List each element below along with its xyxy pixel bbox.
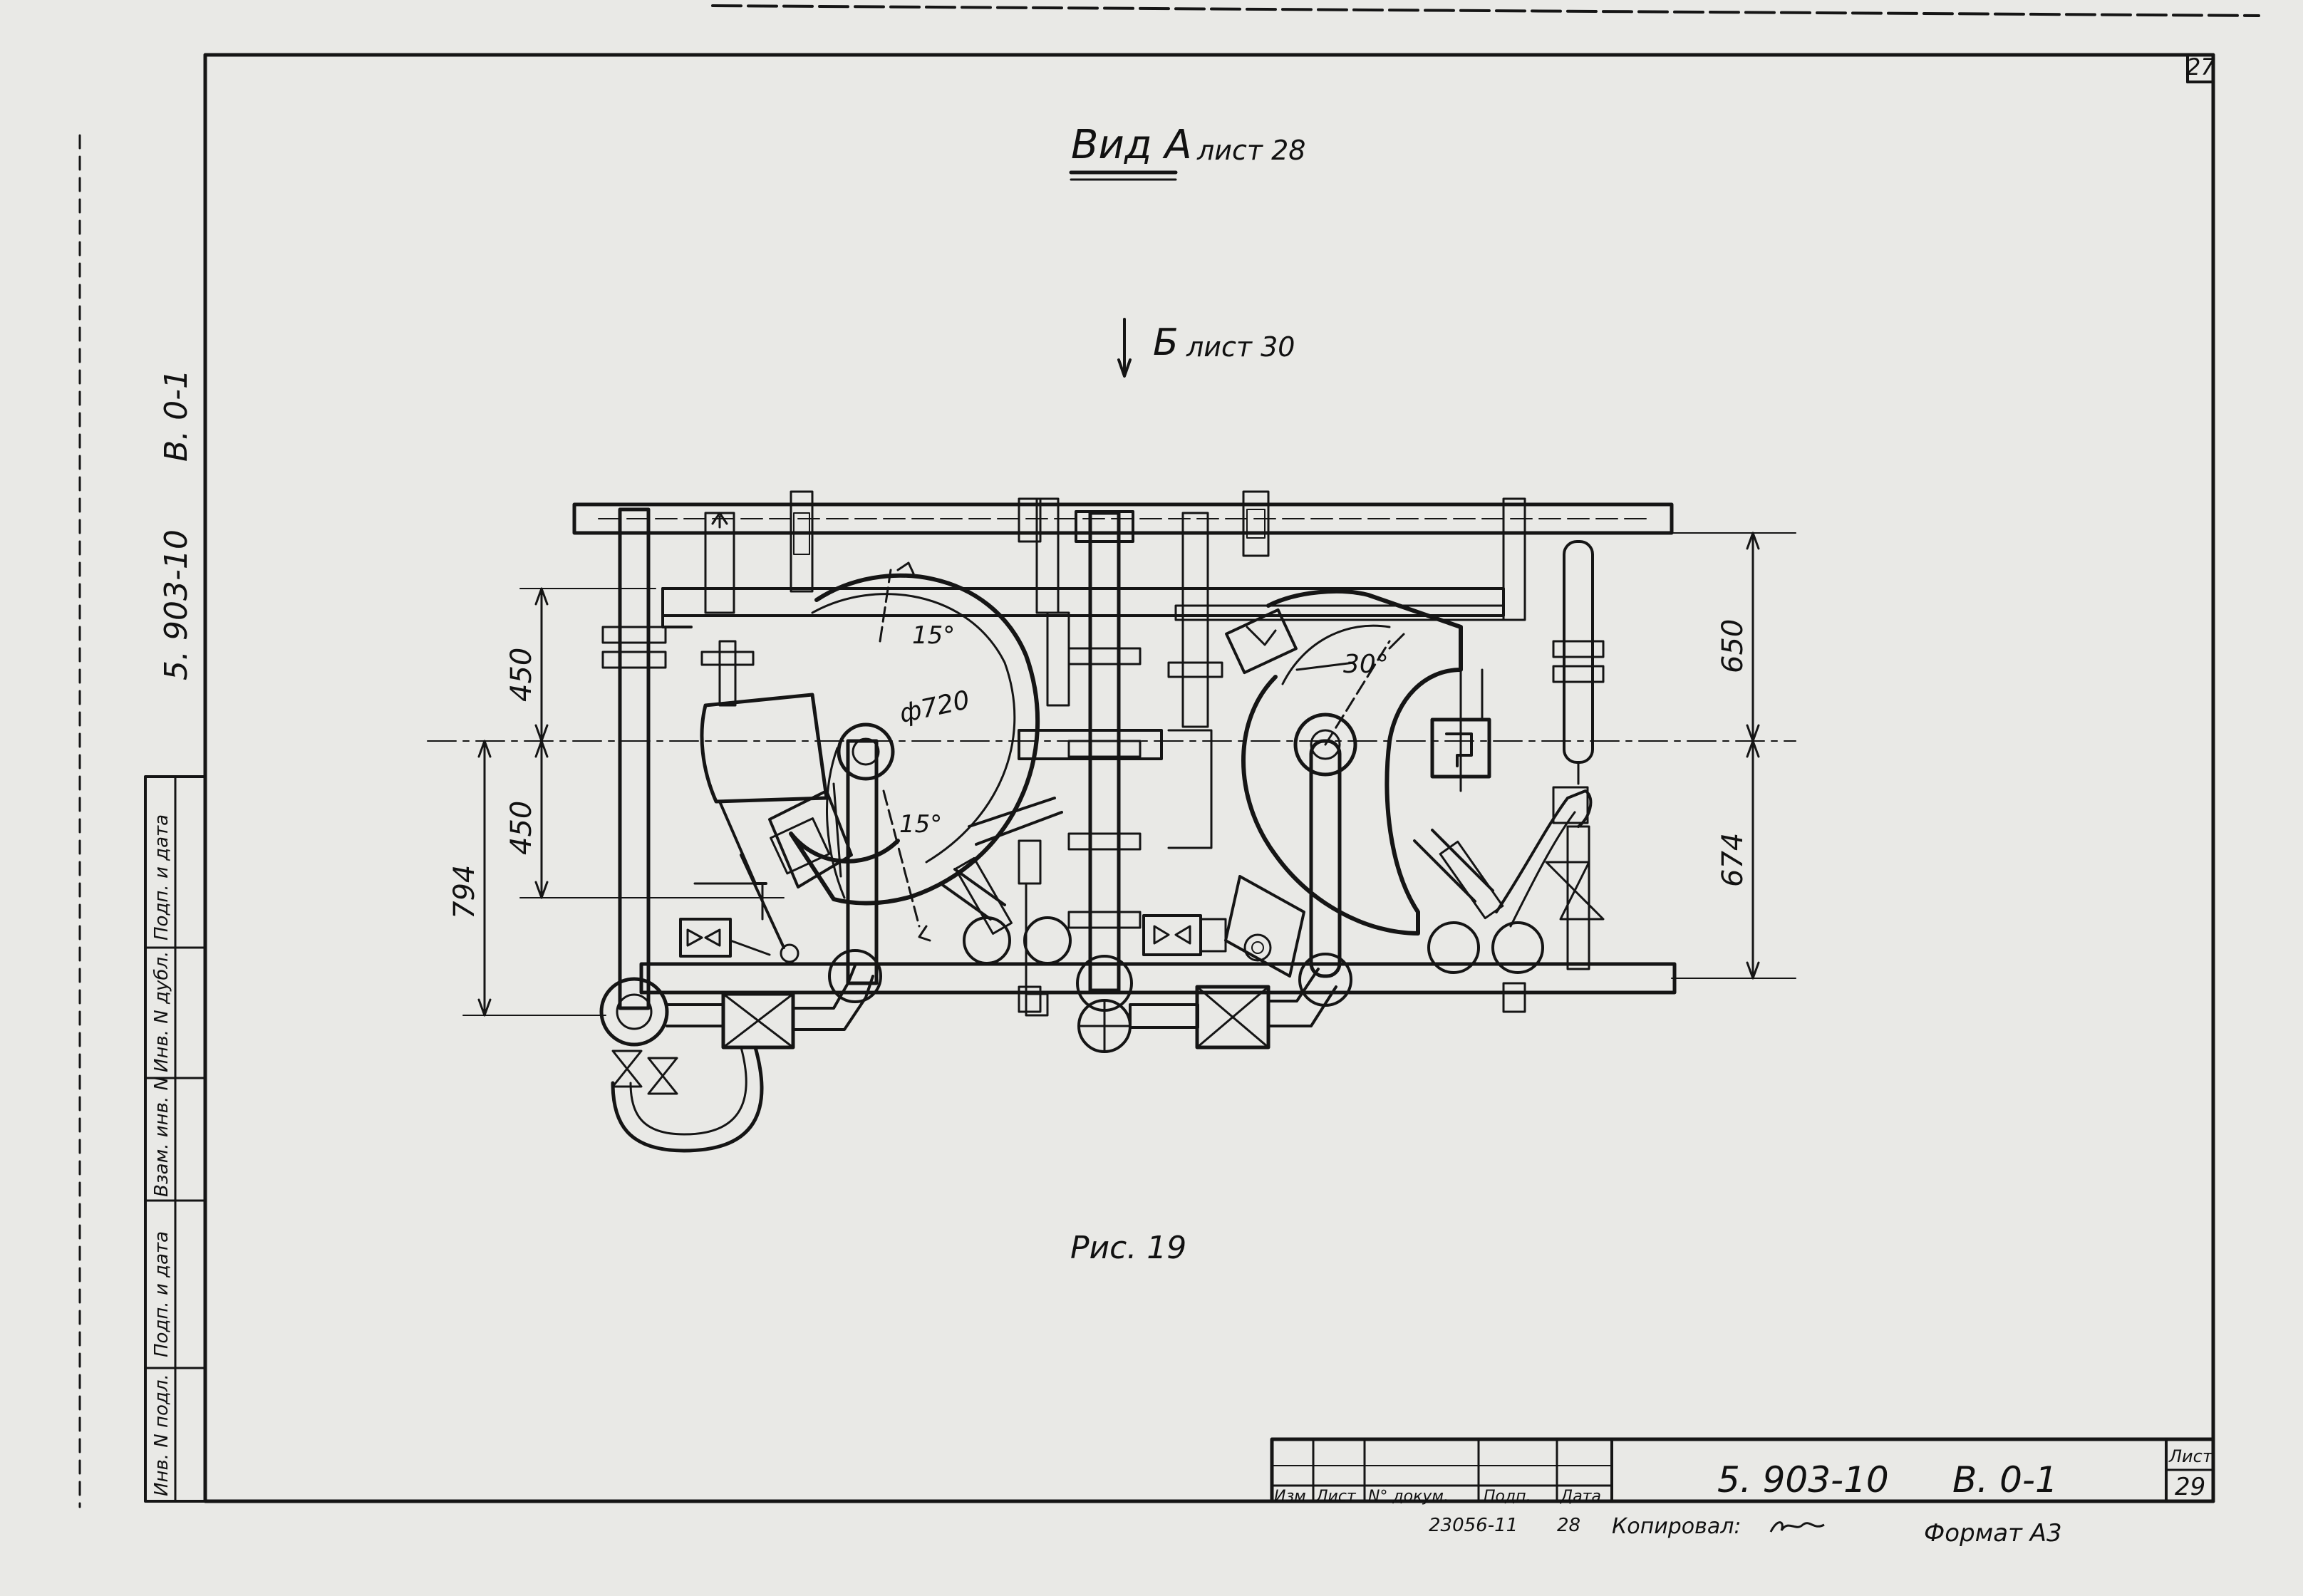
tb-sheet-code: В. 0-1 [1952, 1459, 2058, 1501]
dimension-674: 674 [1717, 832, 1749, 887]
centre-column [1088, 511, 1121, 993]
arrow-sheet-ref: лист 30 [1186, 331, 1295, 363]
title-block [1270, 1437, 2215, 1503]
view-title: Вид А [1071, 122, 1192, 168]
tb-header-sign: Подп. [1484, 1488, 1531, 1506]
angle-label-30: 30° [1343, 650, 1389, 679]
view-sheet-ref: лист 28 [1197, 135, 1306, 166]
stamp-label-inv-orig: Инв. N подл. [151, 1374, 172, 1496]
sheet-format: Формат А3 [1924, 1519, 2062, 1548]
dimension-450-bottom: 450 [505, 800, 538, 855]
arrow-label: Б [1153, 321, 1179, 364]
tb-header-sheet: Лист [1316, 1488, 1356, 1506]
stamp-label-replacement: Взам. инв. N [151, 1077, 172, 1197]
tb-header-doc-no: N° докум. [1368, 1488, 1449, 1506]
stamp-label-sign-date-1: Подп. и дата [151, 1230, 172, 1357]
order-number: 23056-11 [1429, 1515, 1518, 1536]
side-sheet-code: В. 0-1 [158, 368, 195, 462]
copied-by: Копировал: [1612, 1514, 1742, 1539]
right-fan-housing [1241, 589, 1463, 936]
left-fan-volute [789, 573, 1040, 906]
tb-document-code: 5. 903-10 [1717, 1459, 1889, 1501]
dimension-794: 794 [448, 864, 481, 919]
sheet-frame [203, 53, 2215, 1503]
angle-label-bottom: 15° [899, 810, 943, 839]
tb-sheet-number: 29 [2175, 1473, 2206, 1501]
sheet-corner-number: 27 [2186, 53, 2215, 81]
dimension-450-top: 450 [505, 647, 538, 702]
figure-caption: Рис. 19 [1070, 1230, 1187, 1266]
stamp-label-duplicate: Инв. N дубл. [151, 950, 172, 1072]
dimension-650: 650 [1717, 618, 1749, 673]
stamp-label-sign-date-2: Подп. и дата [151, 814, 172, 940]
tb-header-date: Дата [1561, 1488, 1601, 1506]
side-document-code: 5. 903-10 [158, 529, 195, 680]
piping-drawing [427, 490, 1796, 1153]
angle-label-top: 15° [912, 621, 956, 650]
tb-sheet-label: Лист [2169, 1446, 2213, 1466]
tb-header-change: Изм [1274, 1488, 1306, 1506]
order-sheet: 28 [1557, 1515, 1581, 1536]
